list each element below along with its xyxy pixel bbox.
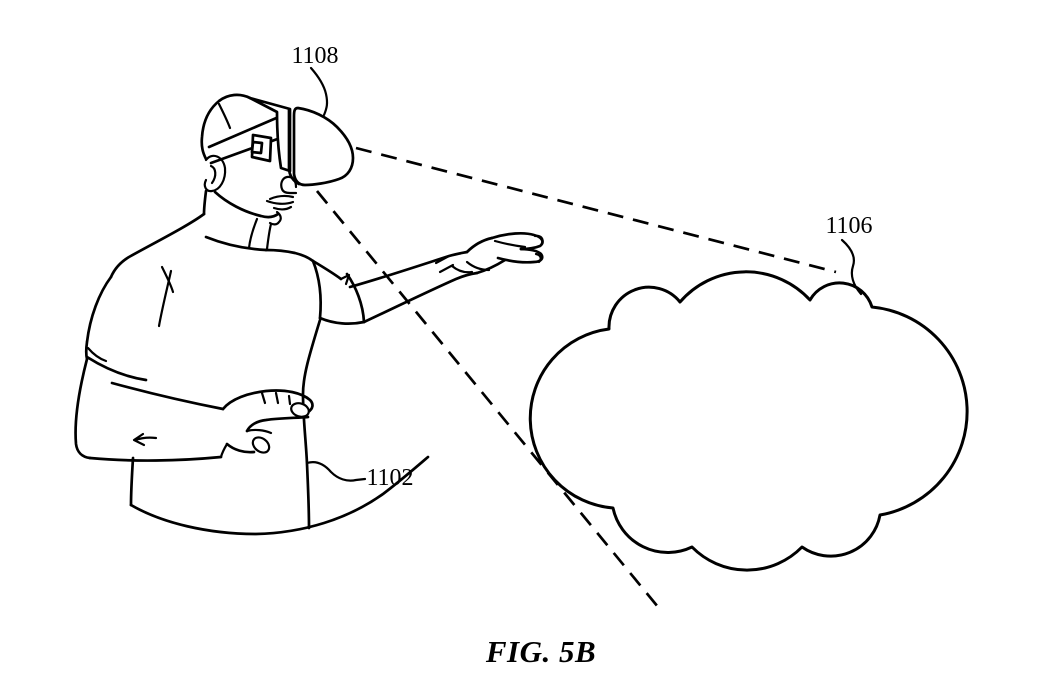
figure-caption: FIG. 5B	[485, 634, 596, 669]
ear-icon	[203, 154, 227, 193]
wrist-crease-1	[434, 254, 451, 265]
shoulder-left	[109, 212, 206, 279]
head-below-ear	[202, 189, 208, 216]
vr-headset	[207, 96, 355, 187]
armhole-seam-right	[311, 259, 322, 320]
gaze-line-upper	[355, 146, 837, 274]
arm-right-bottom	[362, 271, 479, 324]
right-finger-separation	[493, 239, 527, 249]
left-finger-2-bottom	[225, 442, 256, 454]
right-palm-edge	[475, 258, 507, 275]
upper-arm-left-outer	[74, 357, 92, 460]
headset-side-panel	[248, 96, 292, 173]
sleeve-left-outer	[84, 275, 113, 361]
forearm-left-bottom	[88, 455, 223, 462]
mouth-upper-lip	[268, 194, 295, 201]
left-finger-1-bottom	[245, 415, 310, 433]
wrist-crease-2	[438, 263, 455, 274]
left-hand-knuckle-2	[274, 391, 280, 405]
mouth-line	[265, 199, 295, 205]
cloud-outline	[528, 270, 969, 572]
left-hand-wrist	[219, 442, 229, 459]
neck-front-line	[265, 222, 273, 251]
label-headset-1108: 1108	[291, 43, 338, 69]
chin-line	[268, 210, 282, 226]
label-person-1102: 1102	[366, 465, 413, 491]
left-finger-2-top	[245, 428, 273, 435]
torso-left-edge	[129, 456, 135, 507]
right-thumb	[465, 260, 491, 272]
hair-line	[217, 102, 232, 130]
elbow-crease-arrow	[132, 432, 158, 447]
gaze-line-lower	[315, 190, 660, 608]
head-outline	[200, 93, 252, 161]
label-cloud-1106: 1106	[825, 213, 872, 239]
sleeve-right-cuff	[345, 272, 366, 324]
left-fingernail-2	[251, 436, 271, 454]
right-finger-1-tip	[533, 234, 544, 246]
mouth-lower-lip	[272, 205, 293, 211]
jaw-line	[213, 190, 280, 219]
right-finger-2-tip	[534, 252, 542, 264]
leader-line-1106	[840, 238, 863, 296]
forearm-left-top	[110, 381, 225, 411]
right-thumb-base	[450, 264, 474, 274]
sleeve-left-opening	[85, 355, 148, 382]
left-hand-top	[221, 389, 314, 414]
leader-line-1102	[305, 461, 367, 482]
headset-goggle-box	[292, 106, 355, 187]
right-hand-knuckles	[465, 236, 494, 254]
chest-fold-2	[157, 269, 173, 328]
person-figure	[74, 93, 544, 536]
headset-buckle-notch	[250, 140, 264, 155]
left-hand-knuckle-3	[287, 394, 292, 406]
waist-line	[129, 455, 430, 536]
extended-arm-and-hand	[348, 231, 544, 324]
neck-muscle-line	[247, 217, 259, 250]
headset-strap-top	[207, 114, 283, 149]
sleeve-right-top	[311, 259, 343, 281]
collar-line	[204, 235, 268, 252]
sleeve-right-opening	[318, 316, 366, 325]
leader-line-1108	[309, 66, 329, 117]
left-fingernail-1	[290, 402, 310, 418]
torso-right-edge	[301, 318, 322, 530]
shoulder-right	[264, 248, 315, 263]
sleeve-left-cuff-fold	[86, 346, 108, 363]
headset-front-edge	[287, 108, 301, 186]
left-hand-knuckle-1	[260, 391, 267, 405]
bent-arm-and-hand	[74, 357, 314, 462]
ear-inner-line	[209, 164, 217, 185]
